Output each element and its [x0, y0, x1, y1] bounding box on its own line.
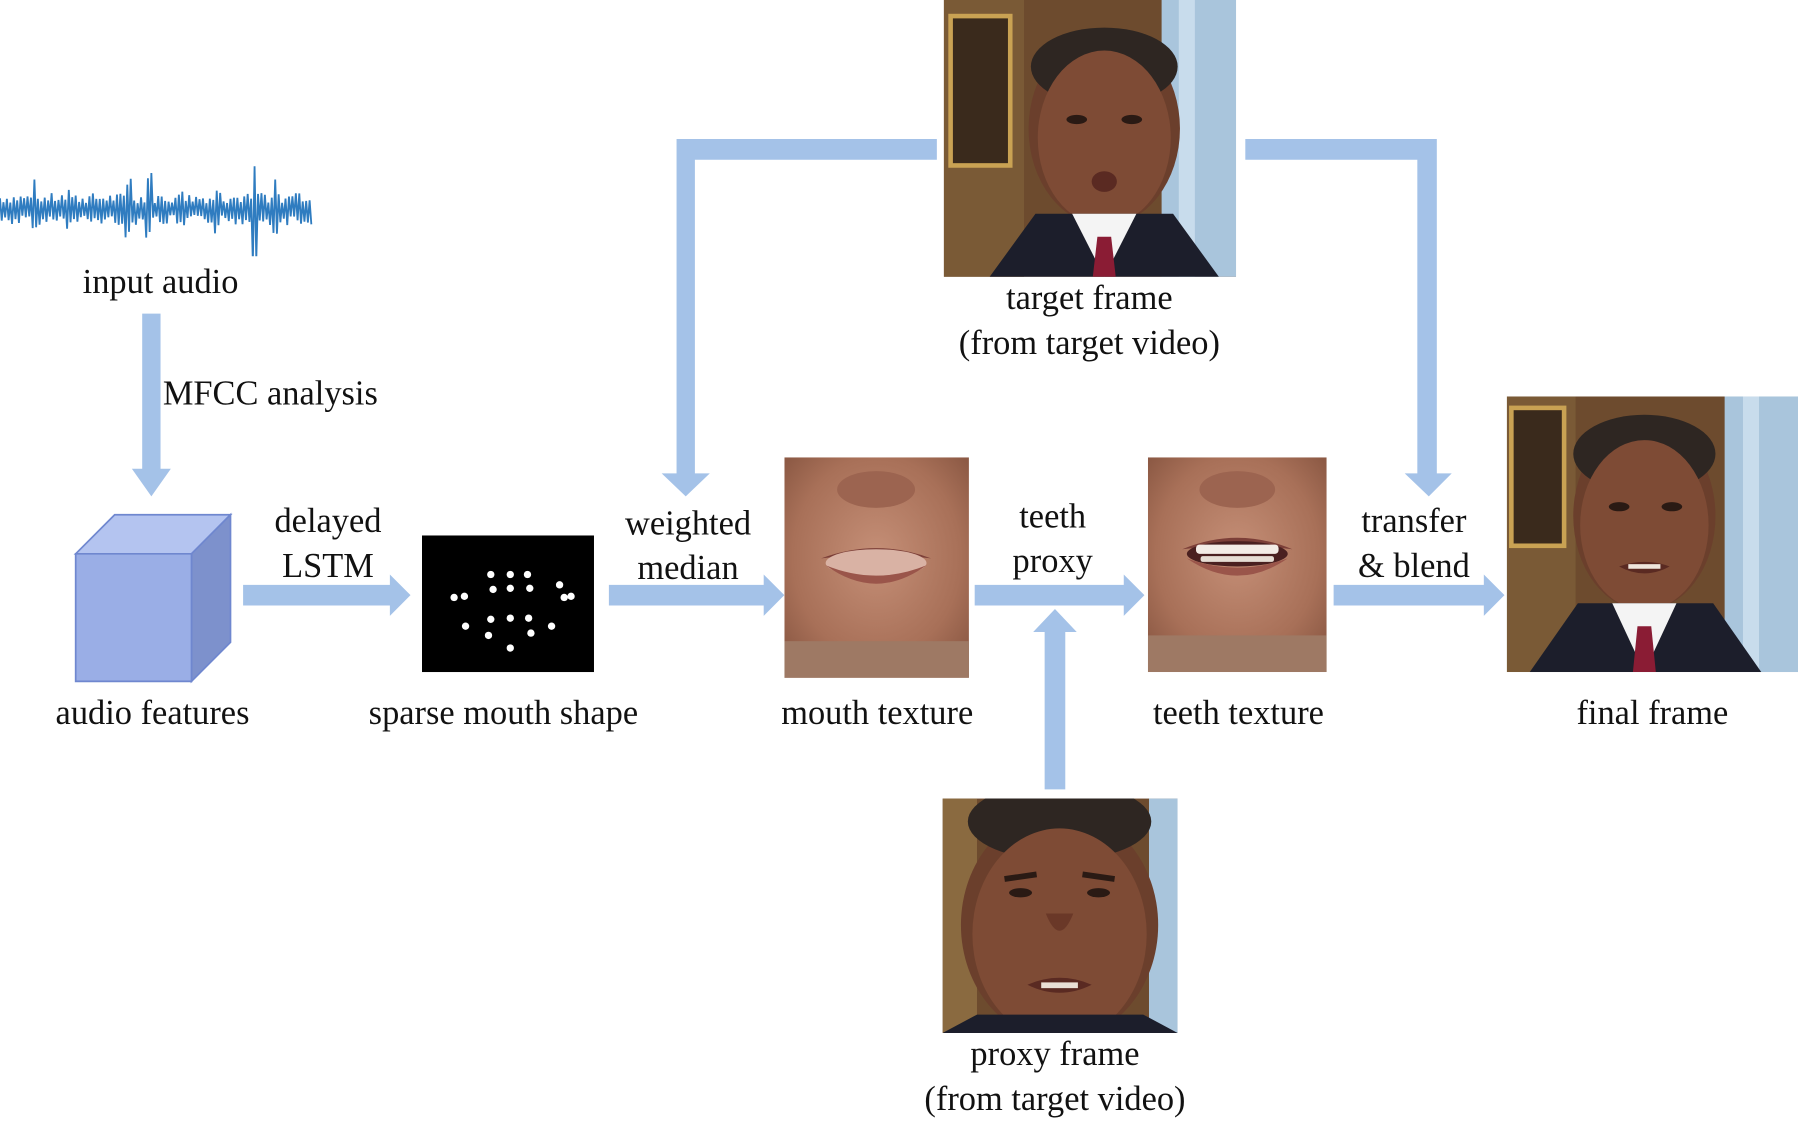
- arrow-target-to-median: [661, 139, 937, 497]
- mouth-landmark-point: [523, 570, 532, 579]
- teeth-texture-label: teeth texture: [1152, 693, 1324, 732]
- mouth-landmark-point: [506, 584, 514, 592]
- mouth-landmark-point: [506, 644, 514, 652]
- transfer-blend-label-line2: & blend: [1357, 546, 1470, 585]
- mouth-landmark-point: [547, 622, 556, 630]
- arrow-mfcc-down: [131, 313, 171, 497]
- arrow-median-right: [608, 574, 785, 616]
- teeth-texture-image: [1147, 457, 1327, 673]
- mouth-landmark-point: [560, 593, 568, 602]
- mouth-landmark-point: [461, 622, 470, 630]
- proxy-frame-label-line1: proxy frame: [970, 1035, 1140, 1074]
- final-frame-image: [1506, 396, 1798, 673]
- mouth-landmark-point: [506, 614, 514, 622]
- mouth-landmark-point: [487, 615, 495, 623]
- mfcc-analysis-label: MFCC analysis: [162, 374, 378, 413]
- audio-features-label: audio features: [55, 693, 250, 732]
- mouth-landmark-point: [489, 585, 497, 594]
- arrow-blend-right: [1333, 574, 1505, 616]
- mouth-texture-image: [784, 457, 969, 678]
- delayed-lstm-label-line2: LSTM: [282, 546, 374, 585]
- sparse-mouth-shape-label: sparse mouth shape: [368, 693, 639, 732]
- mouth-landmark-point: [450, 593, 458, 602]
- feature-cube-icon: [73, 512, 233, 684]
- arrow-proxy-up: [1033, 608, 1077, 790]
- teeth-proxy-label-line1: teeth: [1019, 497, 1087, 536]
- weighted-median-label-line2: median: [637, 549, 739, 588]
- arrow-target-to-blend: [1245, 139, 1452, 497]
- mouth-landmark-point: [527, 629, 535, 637]
- mouth-texture-label: mouth texture: [781, 693, 974, 732]
- sparse-mouth-shape-image: [421, 535, 594, 673]
- delayed-lstm-label-line1: delayed: [274, 502, 382, 541]
- mouth-landmark-point: [460, 592, 469, 601]
- proxy-frame-image: [942, 798, 1178, 1033]
- mouth-landmark-point: [506, 570, 514, 579]
- mouth-landmark-point: [526, 584, 534, 592]
- mouth-landmark-point: [555, 581, 564, 589]
- target-frame-label-line1: target frame: [1006, 279, 1173, 318]
- mouth-landmark-point: [484, 631, 493, 640]
- proxy-frame-label-line2: (from target video): [924, 1080, 1186, 1118]
- teeth-proxy-label-line2: proxy: [1012, 542, 1093, 581]
- mouth-landmark-point: [487, 570, 495, 579]
- transfer-blend-label-line1: transfer: [1361, 502, 1467, 541]
- target-frame-image: [943, 0, 1237, 277]
- audio-waveform-icon: [0, 166, 313, 257]
- mouth-landmark-point: [567, 592, 575, 601]
- input-audio-label: input audio: [82, 263, 239, 302]
- arrow-teeth-right: [974, 574, 1145, 616]
- mouth-landmark-point: [524, 614, 533, 622]
- target-frame-label-line2: (from target video): [958, 324, 1220, 362]
- weighted-median-label-line1: weighted: [624, 504, 752, 543]
- arrow-lstm-right: [243, 574, 411, 616]
- final-frame-label: final frame: [1576, 693, 1729, 732]
